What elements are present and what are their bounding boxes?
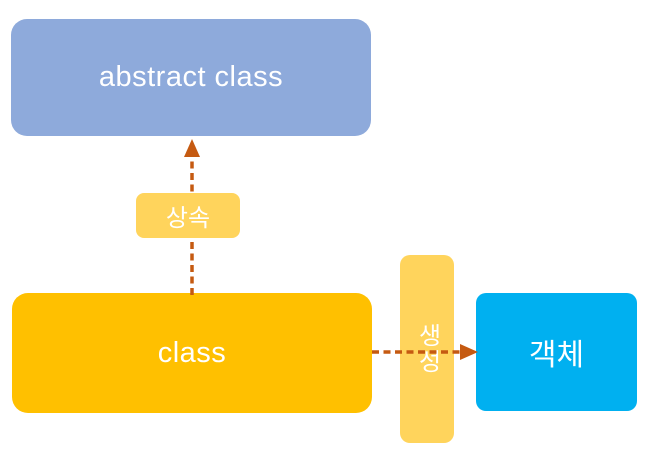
node-abstract-class-label: abstract class <box>98 61 284 93</box>
edge-label-creation: 생성 <box>400 255 454 443</box>
node-class: class <box>12 293 372 413</box>
edge-label-creation-text: 생성 <box>413 323 441 375</box>
creation-arrow <box>372 344 478 360</box>
node-abstract-class: abstract class <box>11 19 371 136</box>
creation-arrowhead-icon <box>460 344 478 360</box>
node-class-label: class <box>157 336 227 369</box>
edge-label-inheritance-text: 상속 <box>165 205 211 232</box>
edge-label-inheritance: 상속 <box>136 193 240 238</box>
node-object: 객체 <box>476 293 637 411</box>
inheritance-arrowhead-icon <box>184 139 200 157</box>
node-object-label: 객체 <box>528 339 585 372</box>
